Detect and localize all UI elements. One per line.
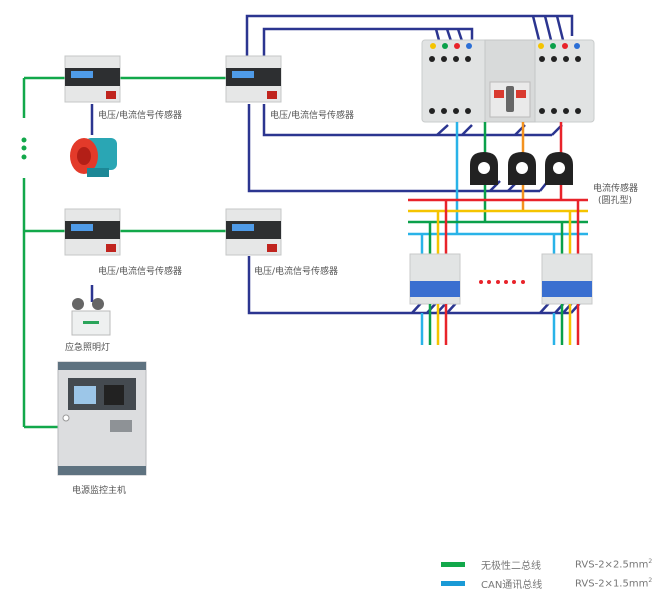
emergency-light-icon: [71, 298, 111, 336]
sensor-3-label: 电压/电流信号传感器: [98, 267, 183, 277]
sensor-1-label: 电压/电流信号传感器: [98, 111, 183, 121]
emergency-light-label: 应急照明灯: [65, 343, 111, 353]
current-sensor-2: [508, 152, 536, 185]
two-wire-bus: [22, 76, 226, 429]
host-label: 电源监控主机: [72, 486, 127, 496]
legend-spec: RVS-2×2.5mm: [575, 559, 649, 571]
current-sensor-label: 电流传感器: [593, 184, 639, 194]
current-sensor-type-label: (圆孔型): [598, 196, 633, 206]
sensor-2-label: 电压/电流信号传感器: [270, 111, 355, 121]
bus-continuation-dots: [21, 137, 27, 160]
breaker-2: [541, 253, 593, 305]
sensor-module-2: [225, 55, 282, 103]
sensor-module-3: [64, 208, 121, 256]
ats-input-wires: [434, 15, 566, 45]
power-monitor-host: [57, 361, 147, 476]
legend-item-can-bus: CAN通讯总线 RVS-2×1.5mm2: [441, 575, 652, 591]
ats-switch: [421, 39, 595, 123]
legend-swatch-green: [441, 561, 465, 567]
current-sensor-1: [470, 152, 498, 185]
current-sensors: [470, 152, 573, 185]
legend-name: 无极性二总线: [481, 560, 541, 572]
legend-spec: RVS-2×1.5mm: [575, 578, 649, 590]
legend-item-two-wire-bus: 无极性二总线 RVS-2×2.5mm2: [441, 556, 652, 572]
sensor-module-1: [64, 55, 121, 103]
legend-spec-sup: 2: [648, 576, 653, 584]
legend-spec-sup: 2: [648, 557, 653, 565]
more-breakers-ellipsis: [479, 280, 525, 284]
breaker-1: [409, 253, 461, 305]
legend-swatch-blue: [441, 580, 465, 586]
sensor-4-label: 电压/电流信号传感器: [254, 267, 339, 277]
breaker-feed-wires: [420, 200, 580, 256]
current-sensor-3: [545, 152, 573, 185]
breaker-output-wires: [420, 304, 580, 345]
legend-name: CAN通讯总线: [481, 579, 543, 591]
fan-icon: [70, 138, 117, 177]
sensor-module-4: [225, 208, 282, 256]
